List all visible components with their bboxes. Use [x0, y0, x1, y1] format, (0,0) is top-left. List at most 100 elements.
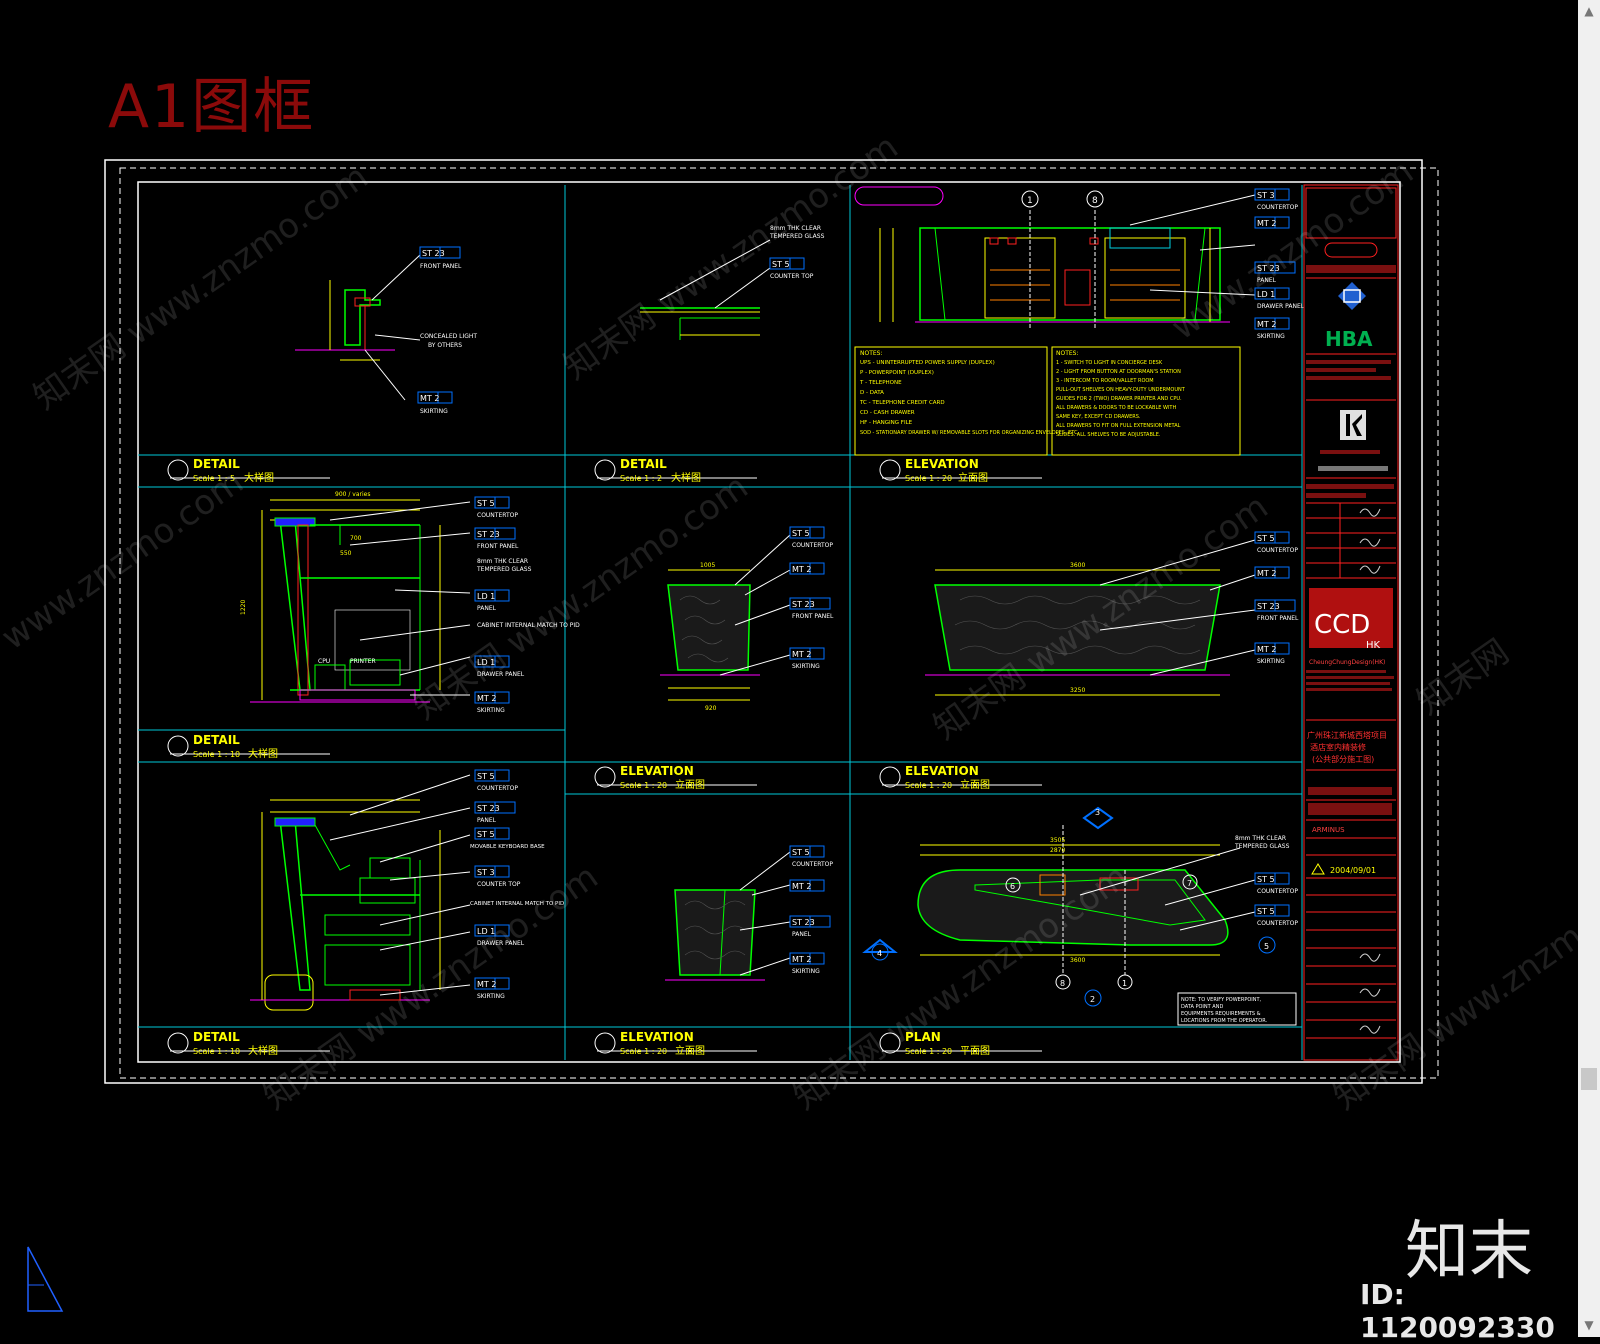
- svg-text:SKIRTING: SKIRTING: [1257, 658, 1285, 665]
- svg-text:3250: 3250: [1070, 687, 1085, 694]
- panel-scale: Scale 1 : 10: [193, 750, 240, 759]
- svg-text:ST 23: ST 23: [792, 600, 815, 609]
- panel-cn: 大样图: [248, 1044, 278, 1057]
- svg-text:SKIRTING: SKIRTING: [420, 408, 448, 415]
- svg-text:ST 5: ST 5: [1257, 534, 1275, 543]
- vertical-scrollbar[interactable]: ▲ ▼: [1578, 0, 1600, 1337]
- svg-text:FRONT PANEL: FRONT PANEL: [420, 263, 462, 270]
- svg-text:6: 6: [1010, 882, 1015, 891]
- scroll-down-icon[interactable]: ▼: [1584, 1318, 1594, 1332]
- svg-text:SOD - STATIONARY DRAWER W/ REM: SOD - STATIONARY DRAWER W/ REMOVABLE SLO…: [860, 430, 1080, 436]
- plan-mark-6: 6: [1005, 877, 1021, 893]
- callout-mt2-p5: MT 2: [789, 562, 825, 575]
- scroll-thumb[interactable]: [1581, 1068, 1597, 1090]
- svg-text:LD 1: LD 1: [1257, 290, 1275, 299]
- svg-text:MT 2: MT 2: [1257, 320, 1276, 329]
- plan-mark-5: 5: [1258, 936, 1276, 954]
- callout-st23-elev: ST 23 PANEL: [1254, 261, 1296, 284]
- svg-text:PRINTER: PRINTER: [350, 658, 376, 665]
- panel-tag: DETAIL: [620, 457, 667, 471]
- svg-text:PANEL: PANEL: [792, 931, 812, 938]
- hba-logo-icon: [1338, 282, 1366, 310]
- svg-text:920: 920: [705, 705, 717, 712]
- svg-text:SKIRTING: SKIRTING: [477, 707, 505, 714]
- svg-text:ALL DRAWERS & DOORS TO BE LOCK: ALL DRAWERS & DOORS TO BE LOCKABLE WITH: [1056, 405, 1176, 411]
- svg-text:LD 1: LD 1: [477, 927, 495, 936]
- svg-text:COUNTERTOP: COUNTERTOP: [1257, 204, 1298, 211]
- panel-title-2: DETAIL Scale 1 : 2 大样图: [594, 457, 757, 484]
- svg-text:2870: 2870: [1050, 847, 1065, 854]
- svg-text:3 - INTERCOM TO ROOM/VALLET RO: 3 - INTERCOM TO ROOM/VALLET ROOM: [1056, 378, 1154, 384]
- notes-left: NOTES: UPS - UNINTERRUPTED POWER SUPPLY …: [854, 346, 1080, 456]
- svg-text:SKIRTING: SKIRTING: [792, 968, 820, 975]
- svg-text:COUNTERTOP: COUNTERTOP: [477, 512, 518, 519]
- svg-text:FRONT PANEL: FRONT PANEL: [792, 613, 834, 620]
- signature-mark: [1359, 508, 1381, 517]
- svg-text:TEMPERED GLASS: TEMPERED GLASS: [1234, 843, 1290, 850]
- svg-text:1005: 1005: [700, 562, 715, 569]
- panel-cn: 平面图: [960, 1045, 990, 1057]
- svg-text:1: 1: [1027, 196, 1033, 206]
- svg-text:SKIRTING: SKIRTING: [477, 993, 505, 1000]
- plan-mark-4: 4: [862, 938, 898, 961]
- callout-cabinet-p7: CABINET INTERNAL MATCH TO PID: [470, 901, 564, 907]
- svg-text:ALL DRAWERS TO FIT ON FULL EXT: ALL DRAWERS TO FIT ON FULL EXTENSION MET…: [1056, 423, 1181, 429]
- svg-text:COUNTERTOP: COUNTERTOP: [1257, 888, 1298, 895]
- svg-text:COUNTERTOP: COUNTERTOP: [1257, 547, 1298, 554]
- callout-cabinet-p4: CABINET INTERNAL MATCH TO PID: [477, 622, 580, 629]
- svg-text:FRONT PANEL: FRONT PANEL: [1257, 615, 1299, 622]
- svg-text:MT 2: MT 2: [792, 650, 811, 659]
- panel-tag: DETAIL: [193, 733, 240, 747]
- svg-text:T - TELEPHONE: T - TELEPHONE: [859, 380, 902, 386]
- svg-text:2 - LIGHT FROM BUTTON AT DOORM: 2 - LIGHT FROM BUTTON AT DOORMAN'S STATI…: [1056, 369, 1181, 375]
- svg-text:ST 5: ST 5: [1257, 875, 1275, 884]
- panel-cn: 立面图: [958, 471, 988, 484]
- panel-scale: Scale 1 : 10: [193, 1047, 240, 1056]
- panel-tag: ELEVATION: [620, 1030, 694, 1044]
- svg-text:3: 3: [1095, 808, 1100, 817]
- callout-st5-p9: ST 5 COUNTERTOP: [1254, 872, 1298, 895]
- svg-text:NOTES:: NOTES:: [1056, 350, 1079, 357]
- panel-title-7: DETAIL Scale 1 : 10 大样图: [167, 1030, 330, 1057]
- elevation-small-b: [665, 851, 791, 981]
- plan-mark-2: 2: [1084, 989, 1102, 1007]
- svg-text:TEMPERED GLASS: TEMPERED GLASS: [476, 566, 532, 573]
- callout-mt2-p6-b: MT 2 SKIRTING: [1254, 642, 1290, 665]
- panel-cn: 立面图: [960, 778, 990, 791]
- svg-text:TEMPERED GLASS: TEMPERED GLASS: [769, 233, 825, 240]
- panel-scale: Scale 1 : 20: [905, 1047, 952, 1056]
- panel-cn: 大样图: [244, 471, 274, 484]
- svg-text:DRAWER PANEL: DRAWER PANEL: [477, 671, 525, 678]
- title-block: HBA CCD HK CheungChungDesign(HK) 广州珠江新: [1303, 184, 1399, 1061]
- svg-text:HF - HANGING FILE: HF - HANGING FILE: [860, 420, 913, 426]
- svg-text:DRAWER PANEL: DRAWER PANEL: [1257, 303, 1305, 310]
- scroll-up-icon[interactable]: ▲: [1584, 4, 1594, 18]
- callout-mt2-elev: MT 2: [1254, 216, 1290, 229]
- svg-text:CABINET INTERNAL MATCH TO PID: CABINET INTERNAL MATCH TO PID: [470, 901, 564, 907]
- callout-mt2-p6: MT 2: [1254, 566, 1290, 579]
- svg-text:ST 5: ST 5: [477, 830, 495, 839]
- svg-text:COUNTERTOP: COUNTERTOP: [792, 542, 833, 549]
- svg-text:4: 4: [877, 949, 882, 958]
- svg-text:COUNTERTOP: COUNTERTOP: [792, 861, 833, 868]
- panel-title-8: ELEVATION Scale 1 : 20 立面图: [594, 1030, 757, 1057]
- callout-st3-elev: ST 3 COUNTERTOP: [1254, 188, 1298, 211]
- svg-text:MT 2: MT 2: [1257, 645, 1276, 654]
- svg-text:UPS - UNINTERRUPTED POWER SUPP: UPS - UNINTERRUPTED POWER SUPPLY (DUPLEX…: [860, 360, 995, 366]
- svg-text:COUNTERTOP: COUNTERTOP: [1257, 920, 1298, 927]
- svg-text:ST 23: ST 23: [422, 249, 445, 258]
- callout-st5-p6: ST 5 COUNTERTOP: [1254, 531, 1298, 554]
- svg-text:1220: 1220: [240, 600, 247, 615]
- svg-text:PANEL: PANEL: [477, 817, 497, 824]
- sheet-inner-border: [137, 181, 1401, 1063]
